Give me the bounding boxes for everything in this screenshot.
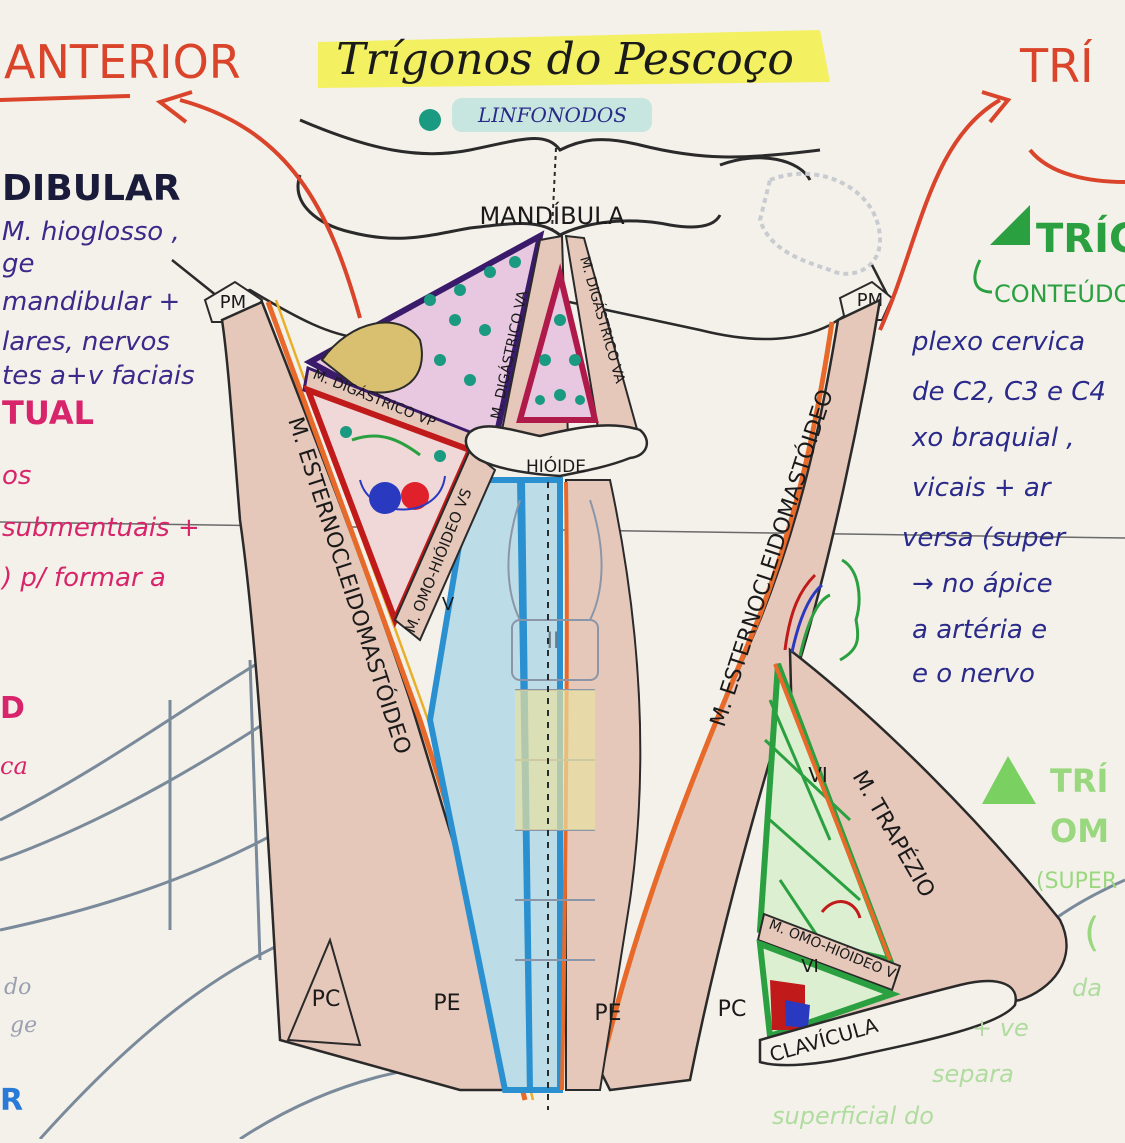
hyoid-bone [464, 424, 649, 478]
arrow-to-posterior [878, 98, 1001, 331]
left-heading-mandibular: DIBULAR [2, 168, 180, 209]
pe-left-label: PE [433, 991, 460, 1016]
left-heading-d: D [0, 691, 25, 726]
left-note-line: submentuais + [2, 513, 200, 543]
title-highlight [318, 30, 830, 88]
right-note-line: a artéria e [912, 615, 1047, 645]
submental-lymph-nodes [535, 314, 585, 405]
left-clavicular-head [286, 936, 362, 1047]
omohyoid-inferior-belly [756, 912, 902, 992]
submandibular-gland [320, 321, 423, 394]
right-note-line: e o nervo [912, 659, 1035, 689]
carotid-sheath [359, 475, 446, 511]
left-heading-r: R [0, 1083, 23, 1118]
conteudo-label: CONTEÚDO [994, 278, 1125, 308]
arrow-head-left [155, 90, 193, 124]
posterior-triangle-nerves [763, 699, 861, 941]
pe-right-label: PE [594, 1001, 621, 1026]
right-green-line: superficial do [772, 1102, 934, 1130]
right-heading-tri2: TRÍ [1050, 762, 1108, 800]
left-pink-notes: os submentuais + ) p/ formar a [0, 461, 200, 593]
right-paren: ( [1084, 910, 1100, 956]
page-title: Trígonos do Pescoço [336, 34, 794, 85]
right-note-line: de C2, C3 e C4 [912, 377, 1106, 407]
right-green-line: da [1072, 974, 1102, 1002]
right-triangle-icon [990, 205, 1030, 245]
roman-ii-label: II [547, 629, 560, 654]
omohyoid-superior-belly [393, 448, 497, 642]
posterior-triangle-orange-edge [773, 663, 892, 961]
right-note-line: xo braquial , [911, 423, 1075, 453]
right-triangle-icon-2 [982, 756, 1036, 804]
pc-right-label: PC [718, 997, 747, 1022]
thyroid-gland [515, 690, 595, 830]
clavicle-bone [758, 979, 1017, 1067]
left-heading-tual: TUAL [2, 394, 94, 432]
internal-jugular-vein [369, 482, 401, 514]
left-note-line: tes a+v faciais [2, 361, 195, 391]
erased-ear-sketch [757, 171, 883, 276]
mandibula-label: MANDÍBULA [479, 201, 625, 230]
hioide-label: HIÓIDE [526, 455, 586, 477]
arrow-head-right [981, 90, 1012, 124]
right-heading-tri: TRÍ [1019, 39, 1094, 93]
right-green-line: + ve [972, 1014, 1029, 1042]
right-green-line: separa [932, 1060, 1014, 1088]
right-green-notes: da + ve separa superficial do [772, 974, 1102, 1130]
left-heading-anterior: ANTERIOR [4, 35, 241, 89]
midline-chin [551, 147, 557, 231]
subclavian-vein [785, 1000, 810, 1028]
right-note-line: vicais + ar [912, 473, 1053, 503]
right-notes-brace [839, 558, 861, 662]
left-note-line: ge [2, 249, 35, 279]
left-note-line: lares, nervos [2, 327, 170, 357]
legend-lymph-node-dot [419, 109, 441, 131]
roman-v-label: V [442, 594, 455, 615]
right-scm-orange-edge [595, 321, 835, 1081]
left-note-line: mandibular + [2, 287, 180, 317]
carotid-artery [401, 482, 429, 510]
left-note-line: M. hioglosso , [2, 217, 180, 247]
muscular-triangle-left [426, 477, 534, 1093]
right-note-line: versa (super [902, 523, 1067, 553]
left-purple-notes: M. hioglosso , ge mandibular + lares, ne… [2, 217, 195, 391]
pc-left-label: PC [312, 987, 341, 1012]
arrow-to-anterior [179, 98, 362, 319]
left-note-line: os [2, 461, 31, 491]
conteudo-bracket [973, 259, 993, 294]
left-gray-note: ge [10, 1013, 37, 1038]
pm-left-label: PM [220, 292, 246, 313]
left-note-line: ) p/ formar a [0, 563, 166, 593]
anterior-underline [0, 94, 131, 102]
submental-triangle [516, 263, 599, 423]
right-super-label: (SUPER [1036, 869, 1117, 894]
left-gray-note: do [4, 975, 31, 1000]
right-heading-trig: TRÍG [1036, 214, 1125, 262]
right-scm-muscle [598, 297, 882, 1092]
right-infrahyoid-muscle [565, 479, 642, 1091]
right-heading-om: OM [1050, 812, 1109, 850]
right-note-line: → no ápice [912, 569, 1053, 599]
legend-label: LINFONODOS [477, 103, 627, 127]
jaw-lower-outline [296, 174, 722, 240]
nerve-green [351, 434, 421, 457]
left-note-ca: ca [0, 752, 28, 780]
legend-highlight [452, 98, 652, 132]
right-note-line: plexo cervica [911, 327, 1085, 357]
right-notes: plexo cervica de C2, C3 e C4 xo braquial… [902, 327, 1106, 689]
carotid-lymph-nodes [340, 426, 446, 462]
apex-neurovascular-bundle [783, 573, 831, 657]
vi-label: VI [801, 956, 819, 977]
right-bracket-curve [1028, 148, 1125, 184]
submandibular-lymph-nodes [424, 256, 521, 386]
artery-arc [820, 900, 862, 919]
head-outline [299, 118, 821, 159]
